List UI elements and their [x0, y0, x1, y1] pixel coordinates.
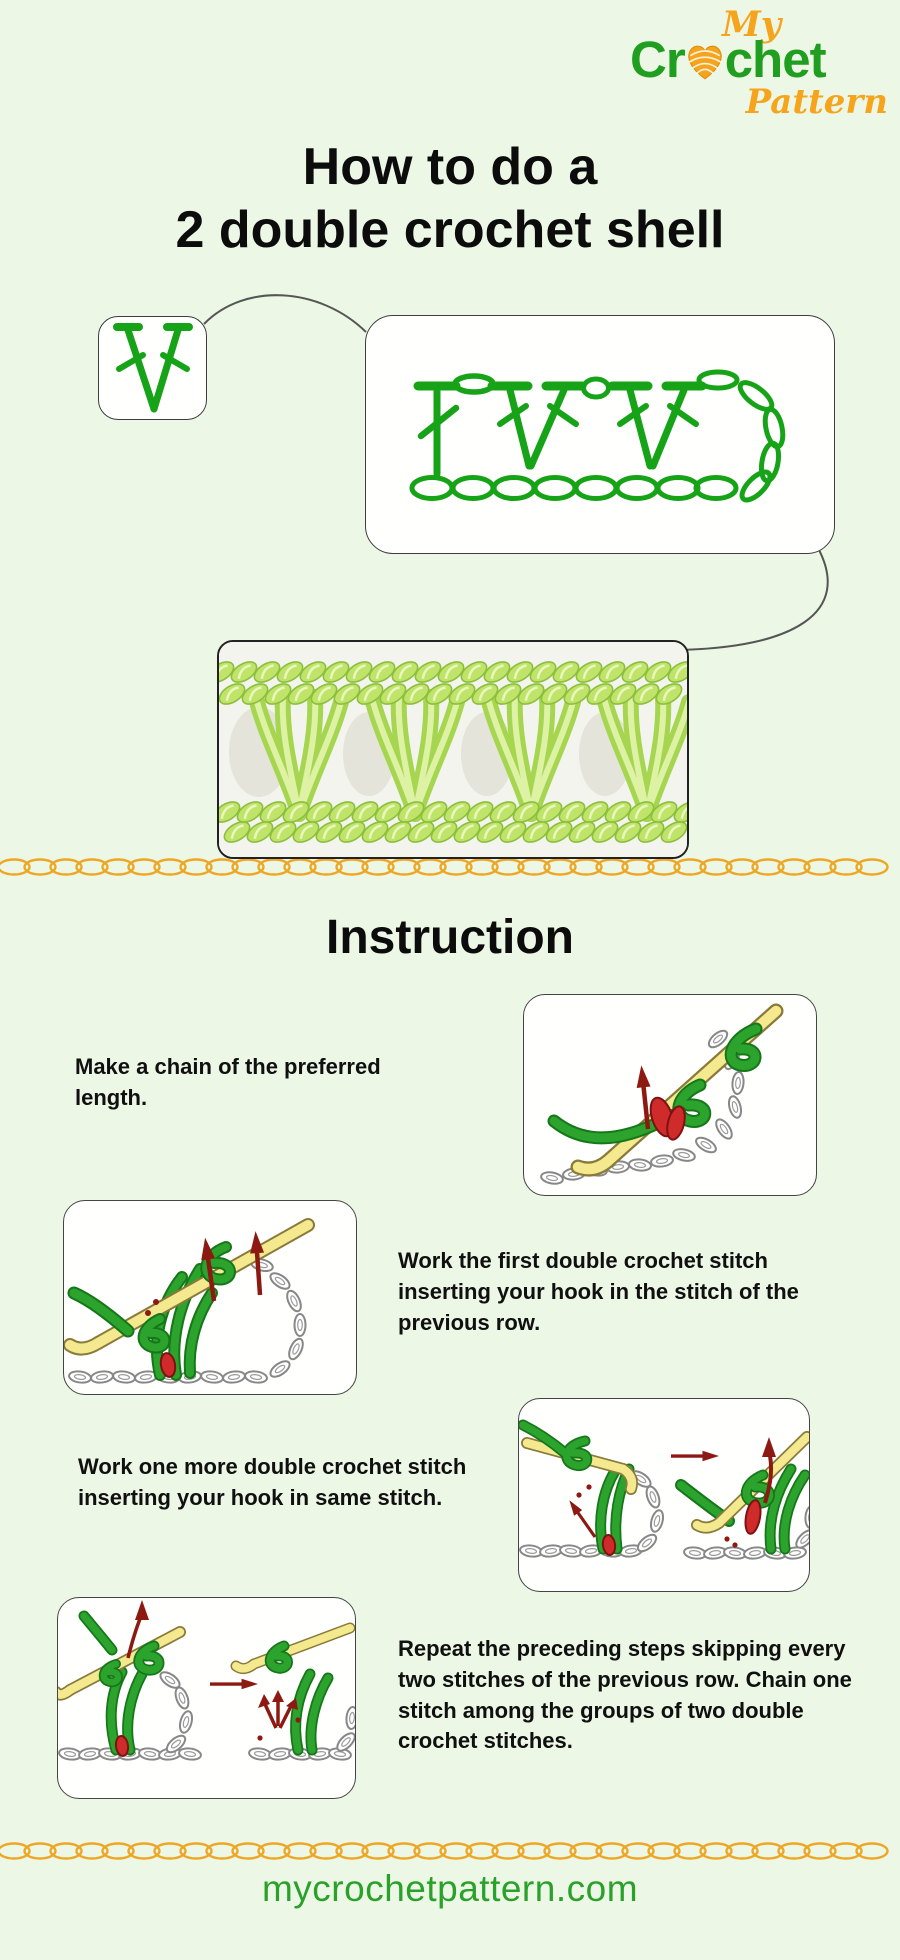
shell-stitch-swatch-photo	[219, 642, 687, 857]
page-title-line2: 2 double crochet shell	[175, 201, 725, 260]
website-url: mycrochetpattern.com	[261, 1868, 639, 1909]
second-double-crochet-same-stitch-illustration	[519, 1419, 809, 1561]
logo-crochet-prefix: Cr	[630, 31, 686, 88]
logo-word-my: My	[722, 4, 782, 45]
shell-stitch-photo	[217, 640, 689, 859]
chain-start-illustration	[539, 1003, 784, 1187]
step-4-image	[57, 1597, 356, 1799]
step-3-text: Work one more double crochet stitch inse…	[78, 1454, 467, 1510]
step-4-text: Repeat the preceding steps skipping ever…	[398, 1636, 852, 1754]
shell-symbol-callout	[98, 316, 207, 420]
section-heading: Instruction	[326, 911, 574, 964]
chain-stitch-divider-top	[0, 858, 889, 876]
repeat-shell-groups-illustration	[58, 1600, 355, 1762]
step-3-image	[518, 1398, 810, 1592]
page-title: How to do a 2 double crochet shell	[0, 136, 900, 263]
step-2-image	[63, 1200, 357, 1395]
step-1-text: Make a chain of the preferred length.	[75, 1054, 381, 1110]
page-title-line1: How to do a	[302, 138, 598, 196]
crochet-chart-box	[365, 315, 835, 554]
step-2-text: Work the first double crochet stitch ins…	[398, 1248, 799, 1335]
logo-word-pattern: Pattern	[745, 82, 888, 122]
first-double-crochet-illustration	[64, 1218, 315, 1385]
step-1-image	[523, 994, 817, 1196]
brand-logo: My Cr chet Pattern	[630, 4, 888, 122]
two-double-crochet-shell-symbol	[113, 323, 193, 413]
chain-stitch-divider-bottom	[0, 1842, 889, 1860]
yarn-heart-icon	[687, 45, 722, 79]
diagram-connector-curves	[203, 294, 829, 651]
logo-crochet-suffix: chet	[724, 31, 827, 88]
logo-word-crochet: Cr chet	[630, 31, 827, 88]
crochet-chart-row-with-chains	[409, 369, 786, 503]
